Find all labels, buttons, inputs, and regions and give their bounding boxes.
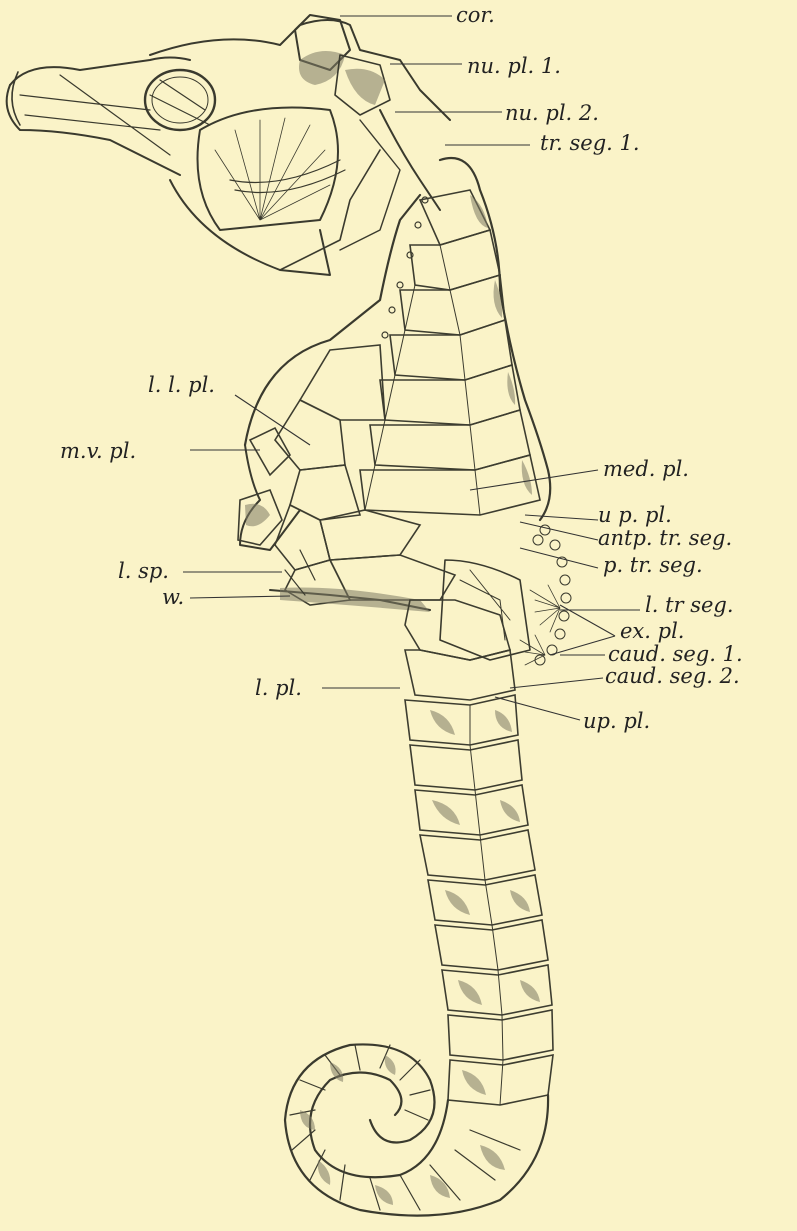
label-ex-pl: ex. pl. — [620, 619, 684, 643]
label-w: w. — [162, 585, 184, 609]
label-l-tr-seg: l. tr seg. — [645, 593, 734, 617]
trunk-drawing — [238, 158, 571, 700]
label-cor: cor. — [456, 3, 495, 27]
label-l-l-pl: l. l. pl. — [148, 373, 215, 397]
label-caud-seg-2: caud. seg. 2. — [605, 664, 740, 688]
label-l-pl: l. pl. — [255, 676, 302, 700]
label-antp-tr-seg: antp. tr. seg. — [598, 526, 732, 550]
label-caud-seg-1: caud. seg. 1. — [608, 642, 743, 666]
label-nu-pl-2: nu. pl. 2. — [505, 101, 599, 125]
label-p-tr-seg: p. tr. seg. — [603, 553, 703, 577]
label-m-v-pl: m.v. pl. — [60, 439, 136, 463]
label-up-pl-trunk: u p. pl. — [598, 503, 672, 527]
label-tr-seg-1: tr. seg. 1. — [540, 131, 640, 155]
label-l-sp: l. sp. — [118, 559, 169, 583]
head-drawing — [7, 15, 450, 275]
label-nu-pl-1: nu. pl. 1. — [467, 54, 561, 78]
tail-drawing — [285, 695, 553, 1216]
label-med-pl: med. pl. — [603, 457, 689, 481]
label-up-pl-tail: up. pl. — [583, 709, 650, 733]
